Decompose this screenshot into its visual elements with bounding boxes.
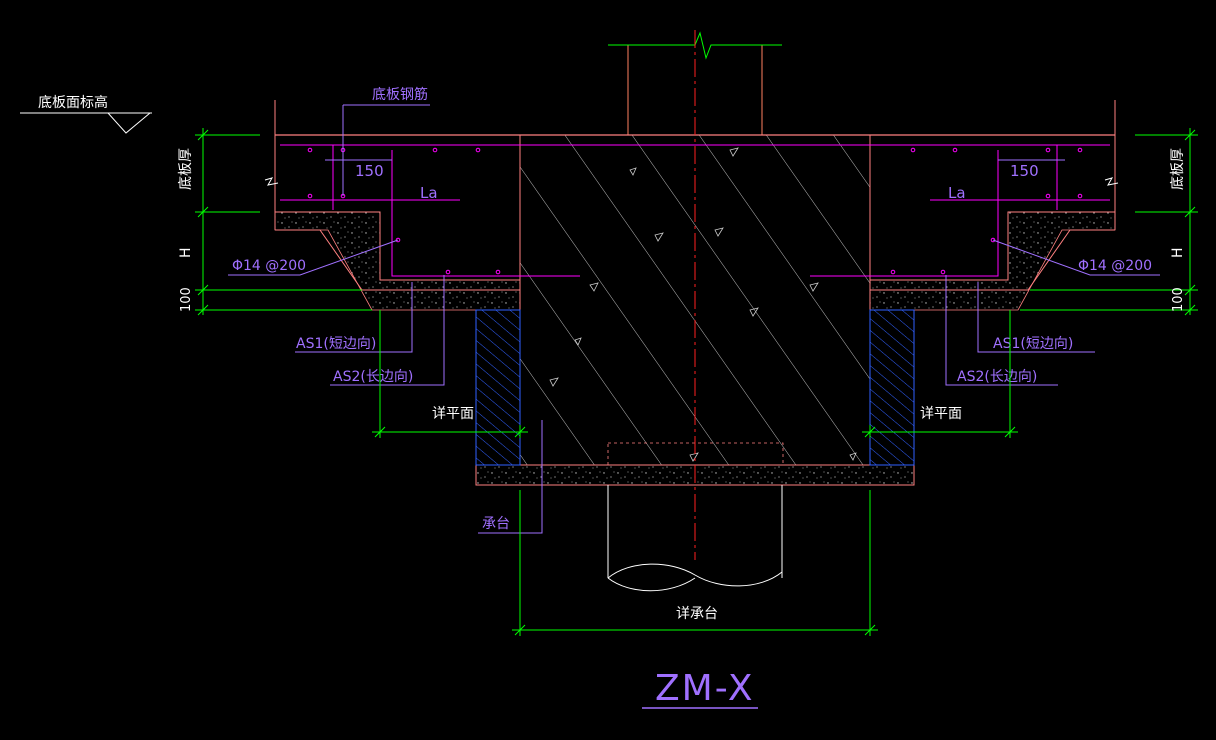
slab-thickness-left: 底板厚 <box>178 148 194 190</box>
rebar-dots <box>307 147 1083 275</box>
h-right: H <box>1170 247 1186 258</box>
dim-150-right: 150 <box>1010 162 1039 180</box>
slab-top-elevation-label: 底板面标高 <box>38 94 108 111</box>
brick-wall-left <box>475 309 521 466</box>
see-pile-cap: 详承台 <box>676 606 718 622</box>
rebar-lines <box>280 144 1110 277</box>
slab-break-marks <box>264 177 1119 186</box>
see-plan-right: 详平面 <box>920 406 962 422</box>
rebar-spec-leaders <box>228 239 1160 276</box>
la-left: La <box>420 184 438 202</box>
as-leaders-right <box>945 275 1095 386</box>
dimension-lines <box>195 128 1198 636</box>
as2-left: AS2(长边向) <box>333 369 413 385</box>
concrete-aggregate-marks <box>549 147 857 462</box>
slab-rebar-leader <box>342 104 430 196</box>
pile-cap-leader <box>478 420 543 534</box>
slab-rebar-label: 底板钢筋 <box>372 86 428 103</box>
see-plan-left: 详平面 <box>432 406 474 422</box>
pile <box>607 485 783 592</box>
as-leaders-left <box>295 275 445 386</box>
column-stub <box>627 45 763 135</box>
column-break-line <box>608 31 782 60</box>
dim-100-right: 100 <box>1171 287 1186 312</box>
as1-right: AS1(短边向) <box>993 336 1073 352</box>
rebar-spec-left: Φ14 @200 <box>232 258 306 274</box>
slab-thickness-right: 底板厚 <box>1170 148 1186 190</box>
rebar-spec-right: Φ14 @200 <box>1078 258 1152 274</box>
dim-100-left: 100 <box>179 287 194 312</box>
brick-wall-right <box>869 309 915 466</box>
la-right: La <box>948 184 966 202</box>
as2-right: AS2(长边向) <box>957 369 1037 385</box>
cushion-left <box>274 211 521 311</box>
drawing-title: ZM-X <box>655 668 755 709</box>
elevation-marker <box>20 112 152 134</box>
pile-cap-label: 承台 <box>482 516 510 532</box>
dim-150-left: 150 <box>355 162 384 180</box>
as1-left: AS1(短边向) <box>296 336 376 352</box>
h-left: H <box>178 247 194 258</box>
